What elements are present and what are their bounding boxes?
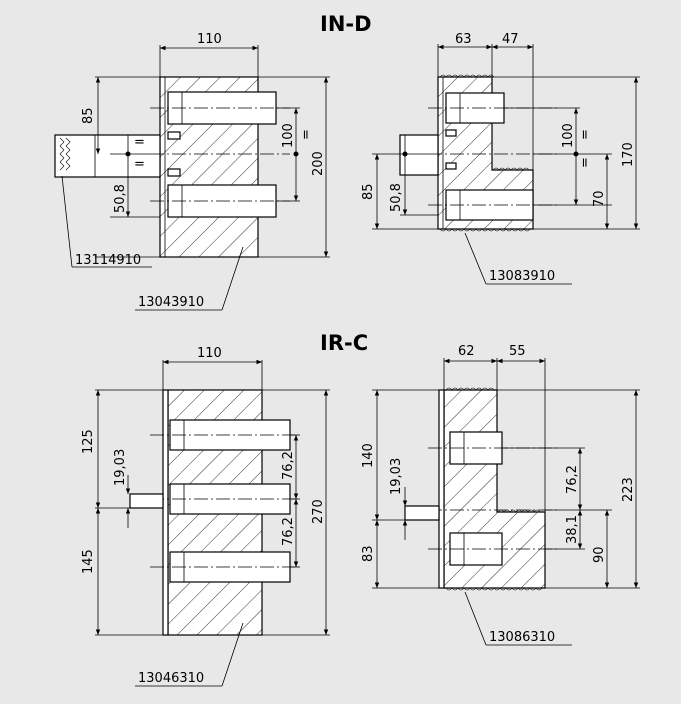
dim-irc-right-223: 223 [621, 477, 636, 502]
dim-irc-right-140: 140 [361, 443, 376, 468]
dim-ind-left-eq-1: = [299, 129, 314, 140]
dim-ind-left-eq-3: = [134, 157, 145, 172]
dim-irc-right-83: 83 [361, 545, 376, 562]
dim-ind-left-200: 200 [311, 151, 326, 176]
dim-irc-left-110: 110 [197, 346, 222, 361]
section-title-in-d: IN-D [320, 12, 372, 36]
part-label-13083910: 13083910 [489, 269, 555, 284]
dim-irc-right-38-1: 38,1 [565, 515, 580, 544]
dim-irc-left-145: 145 [81, 549, 96, 574]
dim-ind-right-eq-1: = [578, 129, 593, 140]
irc-left-drawing [95, 359, 330, 636]
dim-ind-left-85: 85 [81, 107, 96, 124]
dim-ind-right-eq-2: = [578, 157, 593, 168]
dim-irc-left-270: 270 [311, 499, 326, 524]
dim-irc-right-19-03: 19,03 [389, 458, 404, 495]
dim-ind-right-47: 47 [502, 32, 519, 47]
irc-right-drawing [372, 358, 640, 591]
dim-irc-left-76-2-a: 76,2 [281, 451, 296, 480]
ind-right-drawing [372, 44, 640, 232]
part-label-13043910: 13043910 [138, 295, 204, 310]
dim-ind-left-50-8: 50,8 [113, 184, 128, 213]
ind-left-drawing [54, 45, 330, 258]
dim-ind-left-100: 100 [281, 123, 296, 148]
dim-ind-right-100: 100 [561, 123, 576, 148]
dim-irc-right-62: 62 [458, 344, 475, 359]
dim-ind-right-50-8: 50,8 [389, 183, 404, 212]
dim-ind-left-eq-2: = [134, 135, 145, 150]
dim-irc-right-90: 90 [592, 546, 607, 563]
dim-ind-left-110: 110 [197, 32, 222, 47]
ind-left-jaw-nose [54, 134, 161, 178]
dim-irc-left-125: 125 [81, 429, 96, 454]
section-title-ir-c: IR-C [320, 331, 368, 355]
dim-ind-right-63: 63 [455, 32, 472, 47]
dim-irc-left-76-2-b: 76,2 [281, 517, 296, 546]
dim-irc-right-55: 55 [509, 344, 526, 359]
part-label-13114910: 13114910 [75, 253, 141, 268]
part-label-13046310: 13046310 [138, 671, 204, 686]
dim-ind-right-85: 85 [361, 183, 376, 200]
dim-ind-right-70: 70 [592, 190, 607, 207]
dim-irc-left-19-03: 19,03 [113, 449, 128, 486]
dim-ind-right-170: 170 [621, 142, 636, 167]
part-label-13086310: 13086310 [489, 630, 555, 645]
dim-irc-right-76-2: 76,2 [565, 465, 580, 494]
